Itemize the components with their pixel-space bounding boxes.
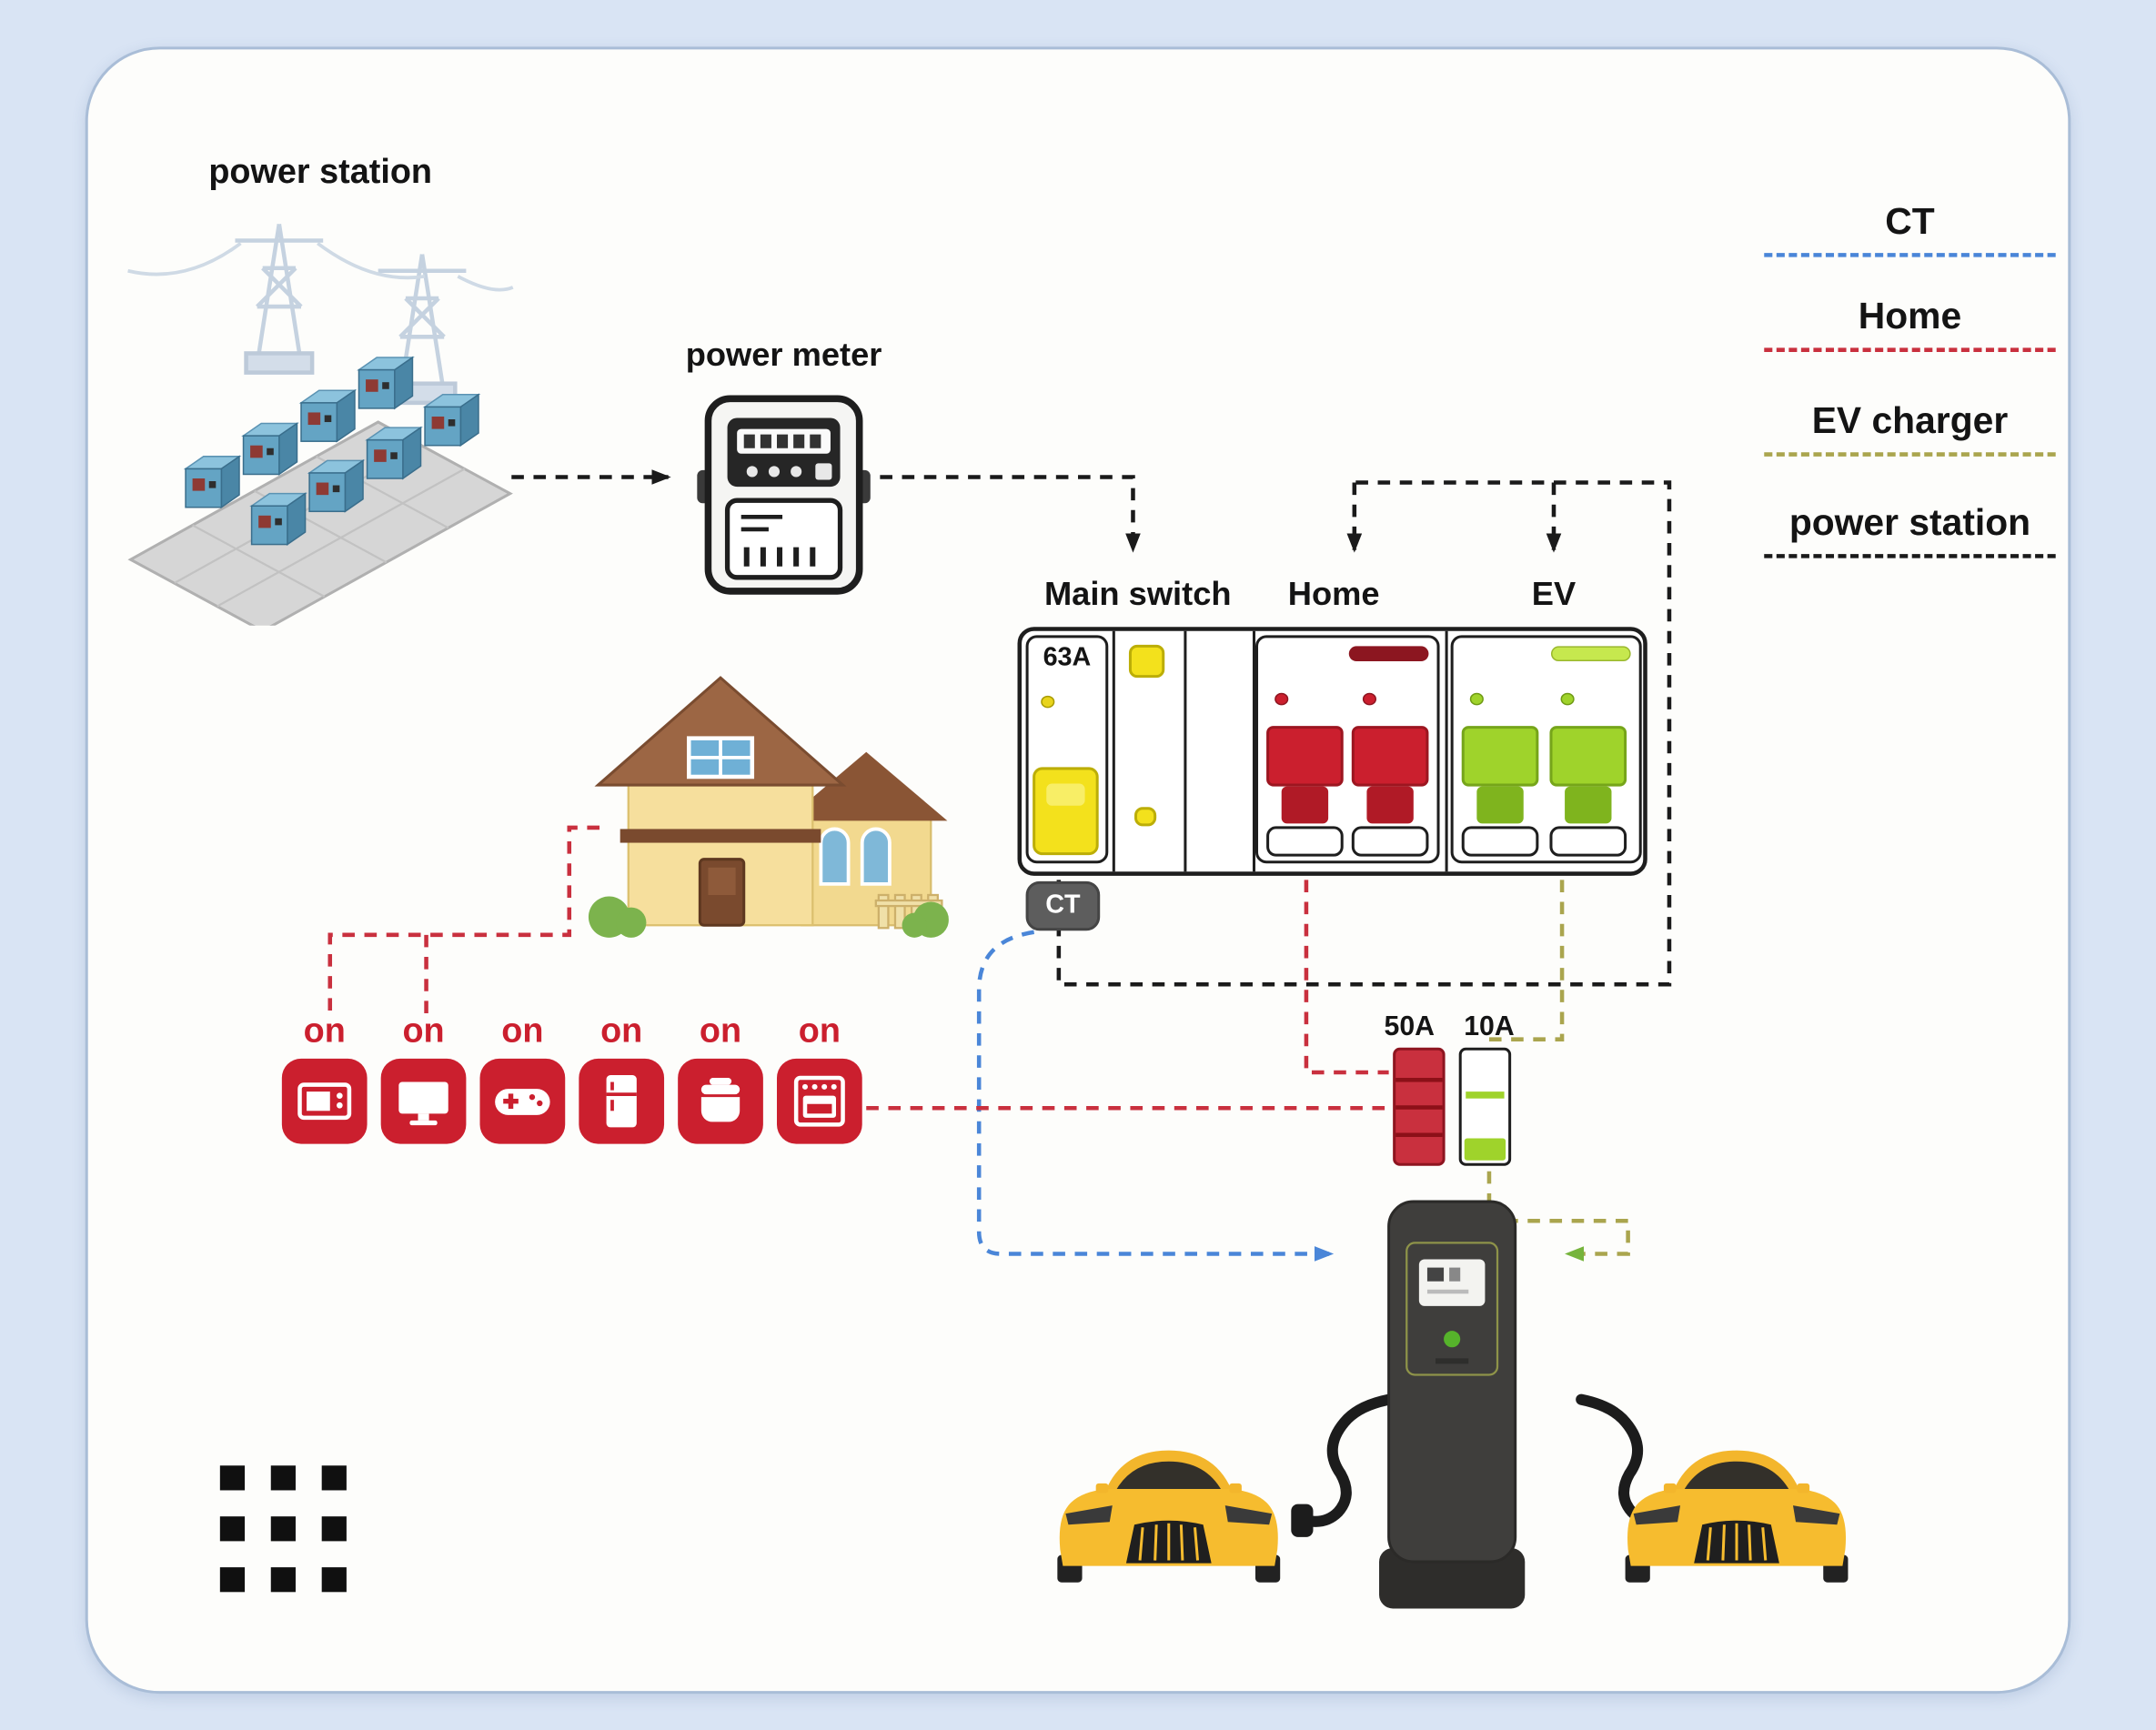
appliance-refrigerator: on (579, 1011, 665, 1144)
home-breaker-switch-2[interactable] (1351, 726, 1429, 787)
power-meter-icon (697, 395, 871, 595)
rice-cooker-icon (678, 1058, 763, 1144)
appliance-status: on (798, 1011, 841, 1051)
panel-divider (1445, 630, 1448, 872)
breaker-indicator (1466, 1091, 1505, 1099)
legend-label-ev-charger: EV charger (1811, 399, 2009, 442)
ev-sub-breaker-10a[interactable] (1458, 1047, 1512, 1166)
main-breaker-switch[interactable] (1033, 767, 1099, 856)
main-breaker-module: 63A (1025, 635, 1109, 864)
ev-car-left (1057, 1450, 1281, 1583)
power-meter-label: power meter (685, 337, 882, 375)
game-controller-icon (479, 1058, 566, 1144)
connector-plug-icon (1291, 1504, 1314, 1537)
appliance-status: on (699, 1011, 742, 1051)
appliance-status: on (402, 1011, 445, 1051)
power-station-illustration (127, 224, 514, 626)
breaker-stripe (1395, 1078, 1443, 1082)
aux-indicator-yellow (1133, 807, 1157, 827)
ct-badge: CT (1025, 880, 1101, 931)
ev-breaker-handle-1[interactable] (1476, 786, 1524, 824)
legend-label-home: Home (1858, 295, 1962, 337)
terminal-cell (1461, 826, 1539, 857)
indicator-light-icon (1469, 692, 1484, 706)
home-sub-breaker-50a[interactable] (1393, 1047, 1446, 1166)
home-breaker-bar (1348, 646, 1429, 662)
legend-line-power-station (1764, 554, 2056, 558)
appliance-tv: on (380, 1011, 467, 1144)
home-breaker-handle-1[interactable] (1281, 786, 1329, 824)
breaker-panel: 63A (1017, 627, 1647, 876)
refrigerator-icon (579, 1058, 665, 1144)
ev-sub-breaker-rating: 10A (1464, 1011, 1515, 1042)
legend-line-home (1764, 347, 2056, 352)
aux-switch-yellow[interactable] (1128, 644, 1165, 679)
legend-line-ev-charger (1764, 452, 2056, 457)
appliance-game-console: on (479, 1011, 566, 1144)
terminal-cell (1549, 826, 1627, 857)
appliance-rice-cooker: on (678, 1011, 763, 1144)
legend-item-ev-charger: EV charger (1764, 399, 2056, 457)
terminal-cell (1266, 826, 1344, 857)
legend-line-ct (1764, 253, 2056, 257)
home-breaker-handle-2[interactable] (1366, 786, 1414, 824)
indicator-light-icon (1274, 692, 1289, 706)
indicator-light-icon (1560, 692, 1575, 706)
home-breaker-switch-1[interactable] (1266, 726, 1344, 787)
legend-item-ct: CT (1764, 200, 2056, 257)
home-breaker-module (1254, 635, 1440, 864)
ev-label: EV (1531, 576, 1577, 614)
charger-tower (1387, 1200, 1517, 1564)
oven-icon (776, 1058, 862, 1144)
charger-status-light-icon (1444, 1331, 1461, 1348)
legend-item-home: Home (1764, 295, 2056, 352)
appliance-microwave: on (281, 1011, 368, 1144)
appliance-status: on (303, 1011, 346, 1051)
indicator-light-icon (1362, 692, 1377, 706)
appliance-status: on (600, 1011, 643, 1051)
legend-item-power-station: power station (1764, 501, 2056, 558)
house-illustration (588, 676, 949, 938)
tv-icon (380, 1058, 467, 1144)
breaker-stripe (1395, 1105, 1443, 1110)
ev-breaker-handle-2[interactable] (1565, 786, 1612, 824)
home-label: Home (1287, 576, 1380, 614)
legend-label-ct: CT (1885, 200, 1935, 243)
ev-breaker-switch-2[interactable] (1549, 726, 1627, 787)
breaker-stripe (1395, 1132, 1443, 1138)
arched-windows-icon (819, 827, 892, 886)
appliance-oven: on (776, 1011, 862, 1144)
charger-screen (1418, 1259, 1486, 1306)
main-switch-label: Main switch (1043, 576, 1232, 614)
panel-divider (1112, 630, 1115, 872)
legend-label-power-station: power station (1788, 501, 2031, 544)
ev-breaker-module (1450, 635, 1642, 864)
indicator-light-icon (1041, 695, 1055, 709)
ev-charger-illustration (1291, 1200, 1679, 1609)
microwave-icon (281, 1058, 368, 1144)
main-breaker-rating: 63A (1043, 643, 1092, 673)
home-sub-breaker-rating: 50A (1384, 1011, 1436, 1042)
ev-breaker-bar (1550, 646, 1631, 662)
terminal-cell (1351, 826, 1429, 857)
breaker-indicator (1464, 1138, 1506, 1161)
ev-car-right (1625, 1450, 1849, 1583)
bush-icon (588, 896, 949, 938)
transformer-icons (183, 356, 481, 546)
power-station-label: power station (208, 152, 432, 192)
panel-divider (1252, 630, 1255, 872)
ct-badge-label: CT (1045, 890, 1081, 920)
charging-cable-left (1300, 1393, 1395, 1527)
appliance-status: on (501, 1011, 544, 1051)
panel-divider (1184, 630, 1187, 872)
pylon-icon (127, 224, 514, 406)
ev-breaker-switch-1[interactable] (1461, 726, 1539, 787)
